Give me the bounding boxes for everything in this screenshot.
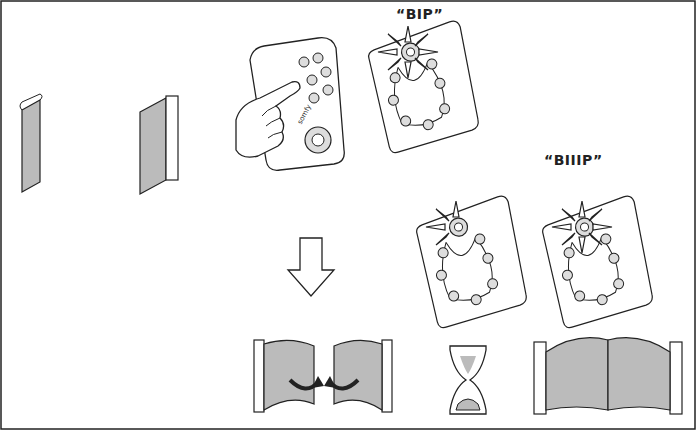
beep-label: “BIIIP” xyxy=(544,152,603,168)
beep-label: “BIP” xyxy=(396,6,443,22)
